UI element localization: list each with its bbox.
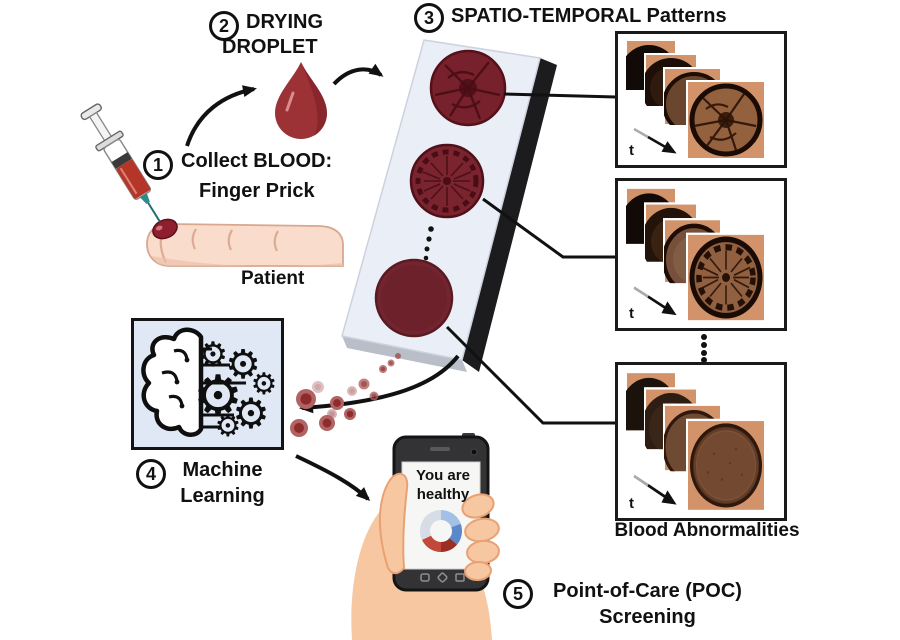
step-2-digit: 2 — [218, 15, 229, 36]
syringe-icon — [80, 103, 161, 223]
blood-droplet-icon — [275, 62, 328, 139]
gear-icon: ⚙ — [193, 364, 243, 429]
phone-message-line1: You are — [416, 467, 470, 484]
slide-ellipsis-dots — [423, 226, 434, 261]
phone-speaker — [430, 447, 450, 451]
step-5-label: Point-of-Care (POC) Screening — [540, 578, 755, 630]
gear-icon: ⚙ — [251, 367, 278, 402]
brain-gears-icon: ⚙ ⚙ ⚙ ⚙ ⚙ ⚙ — [141, 327, 278, 444]
step-5-number: 5 — [503, 579, 533, 609]
step-2-label-line2: DROPLET — [222, 36, 318, 58]
finger-illustration — [146, 223, 344, 267]
gears-cluster: ⚙ ⚙ ⚙ ⚙ ⚙ ⚙ — [193, 335, 278, 444]
time-stack-uniform — [625, 370, 766, 513]
blood-drop-on-finger — [152, 218, 178, 240]
step-3-number: 3 — [414, 3, 444, 33]
gear-icon: ⚙ — [198, 335, 228, 375]
step-4-label-line1: Machine — [182, 459, 263, 481]
gear-icon: ⚙ — [225, 342, 261, 388]
step-1-label-line2: Finger Prick — [199, 180, 315, 202]
pattern-box-spoked: t — [615, 178, 787, 331]
arrow-droplet-to-slide — [332, 63, 384, 86]
step-1-digit: 1 — [152, 154, 163, 175]
step-5-digit: 5 — [512, 583, 523, 604]
arrow-syringe-to-droplet — [185, 85, 257, 147]
dried-droplet-uniform — [374, 258, 454, 338]
time-stack-cracked — [625, 39, 766, 160]
time-stack-spoked — [625, 186, 766, 323]
microscope-slide — [341, 39, 557, 372]
pattern-box-uniform: t — [615, 362, 787, 521]
gear-icon: ⚙ — [232, 389, 270, 438]
connector-lines — [445, 92, 617, 425]
blood-abnormalities-label: Blood Abnormalities — [614, 520, 800, 541]
time-axis-label: t — [629, 305, 634, 322]
thumb — [379, 472, 409, 575]
phone-nav-buttons[interactable] — [420, 572, 465, 583]
time-axis-label: t — [629, 495, 634, 512]
blood-cells — [290, 353, 401, 437]
dried-droplet-cracked — [429, 49, 507, 127]
step-2-label-line1: DRYING — [246, 11, 324, 33]
gear-icon: ⚙ — [215, 409, 242, 444]
machine-learning-box: ⚙ ⚙ ⚙ ⚙ ⚙ ⚙ — [131, 318, 284, 450]
step-4-number: 4 — [136, 459, 166, 489]
hand-fingers — [379, 472, 500, 582]
step-4-label-line2: Learning — [180, 485, 265, 507]
step-2-number: 2 — [209, 11, 239, 41]
arrow-ml-to-phone — [295, 454, 371, 502]
step-1-number: 1 — [143, 150, 173, 180]
patient-label: Patient — [241, 268, 305, 289]
time-axis-label: t — [629, 142, 634, 159]
health-donut-chart — [420, 509, 462, 553]
step-3-label: SPATIO-TEMPORAL Patterns — [451, 5, 727, 27]
phone-camera — [470, 448, 478, 456]
step-5-label-line2: Screening — [599, 606, 696, 628]
step-5-label-line1: Point-of-Care (POC) — [553, 580, 742, 602]
pattern-box-cracked: t — [615, 31, 787, 168]
step-1-label-line1: Collect BLOOD: — [181, 150, 333, 172]
phone-message-line2: healthy — [416, 486, 470, 503]
dried-droplet-spoked — [409, 143, 485, 219]
stack-ellipsis-dots — [701, 334, 707, 363]
phone-health-message: You are healthy — [404, 466, 482, 504]
step-4-digit: 4 — [145, 463, 156, 484]
step-4-label: Machine Learning — [170, 457, 275, 509]
step-3-digit: 3 — [423, 7, 434, 28]
